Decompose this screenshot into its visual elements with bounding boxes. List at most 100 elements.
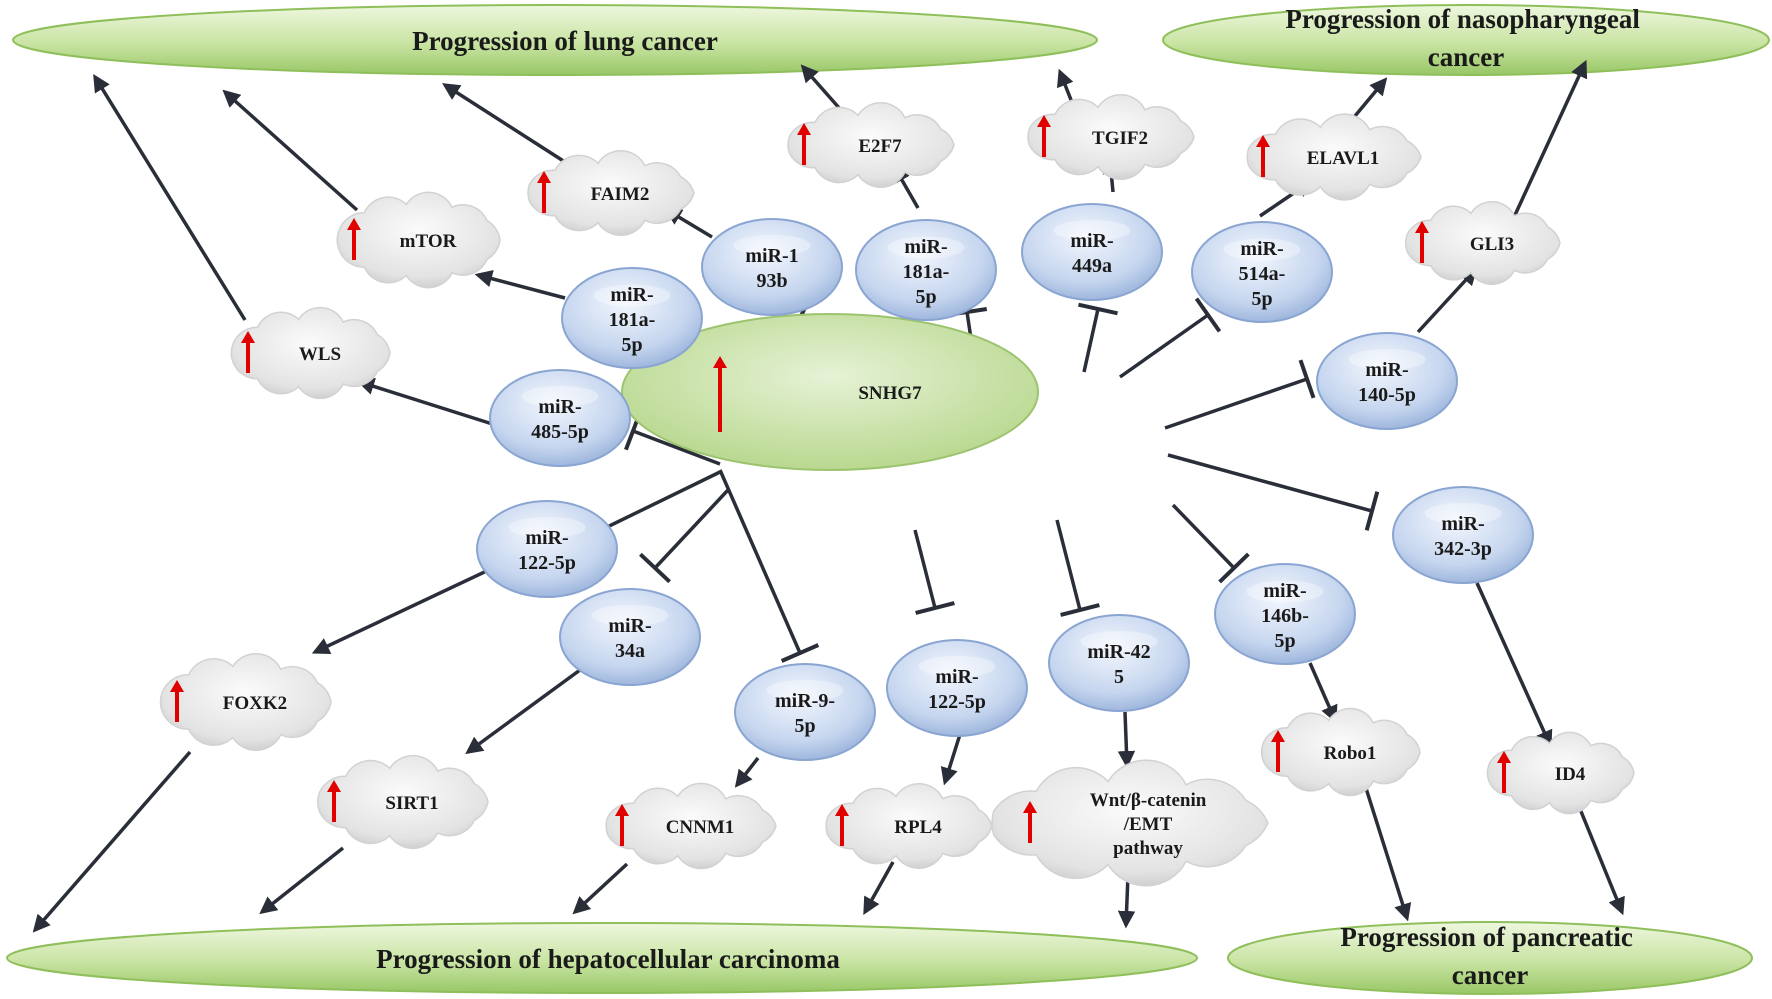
arrow-id4-to-pancreatic: [1576, 803, 1625, 916]
mirna-label-part: miR-1: [745, 245, 798, 267]
target-label-part: mTOR: [400, 231, 457, 252]
arrow-gli3-to-npc: [1513, 59, 1588, 216]
target-label-part: RPL4: [894, 817, 942, 838]
mirna-label-part: 146b-: [1261, 605, 1309, 627]
inhibition-bar-mir9: [780, 643, 820, 663]
inhibition-bar-mir449a: [1078, 302, 1118, 316]
mirna-label-part: miR-: [525, 527, 568, 549]
mirna-label-part: miR-: [904, 236, 947, 258]
inhibition-line-mir140: [1164, 377, 1308, 430]
arrow-robo1-to-pancreatic: [1363, 784, 1412, 922]
mirna-label-part: miR-: [538, 396, 581, 418]
inhibition-line-mir122_b: [913, 529, 937, 609]
target-gli3: GLI3: [1404, 200, 1561, 286]
hub-snhg7-label: SNHG7: [858, 383, 922, 404]
target-label: TGIF2: [1092, 128, 1148, 149]
mirna-mir146b: miR-146b-5p: [1214, 563, 1356, 665]
target-tgif2: TGIF2: [1027, 94, 1195, 180]
arrow-mir122-to-foxk2: [311, 558, 511, 654]
target-label: SIRT1: [385, 793, 438, 814]
target-foxk2: FOXK2: [159, 652, 332, 752]
mirna-label: miR-449a: [1070, 230, 1113, 277]
up-arrow-icon: [170, 680, 184, 722]
up-arrow-icon: [835, 804, 849, 846]
inhibition-line-mir425: [1055, 519, 1082, 611]
target-label-part: Wnt/β-catenin: [1090, 790, 1207, 811]
target-elavl1: ELAVL1: [1246, 113, 1422, 201]
inhibition-bar-mir514a: [1194, 297, 1222, 333]
target-cnnm1: CNNM1: [605, 782, 777, 870]
disease-pancreatic-label: Progression of pancreatic cancer: [1340, 922, 1639, 990]
target-label: CNNM1: [666, 817, 735, 838]
target-rpl4: RPL4: [825, 783, 993, 869]
arrow-mir122-to-rpl4: [940, 727, 964, 786]
arrow-mir9-to-cnnm1: [734, 756, 760, 788]
target-id4: ID4: [1486, 731, 1635, 815]
target-label-part: GLI3: [1470, 234, 1514, 255]
mirna-label-part: 5p: [621, 334, 642, 356]
mirna-label-part: miR-: [1441, 513, 1484, 535]
mirna-label-part: miR-: [1240, 238, 1283, 260]
mirna-label-part: 122-5p: [928, 691, 986, 713]
mirna-label: miR-181a-5p: [609, 284, 656, 356]
arrow-mir485-to-wls: [356, 377, 506, 430]
mirna-label: miR-181a-5p: [903, 236, 950, 308]
target-mtor: mTOR: [336, 191, 501, 289]
mirna-mir514a: miR-514a-5p: [1191, 221, 1333, 323]
inhibition-line-mir9: [718, 469, 802, 654]
inhibition-bar-mir34a: [639, 552, 671, 584]
arrow-wls-to-lung: [93, 74, 247, 321]
arrow-mir140-to-gli3: [1416, 267, 1478, 334]
mirna-label-part: 485-5p: [531, 421, 589, 443]
arrow-rpl4-to-hcc: [863, 861, 895, 916]
disease-npc-line1: Progression of nasopharyngeal: [1285, 4, 1640, 34]
mirna-label-part: 140-5p: [1358, 384, 1416, 406]
target-faim2: FAIM2: [527, 150, 695, 236]
mirna-mir9: miR-9- 5p: [734, 663, 876, 761]
mirna-label-part: miR-42: [1087, 641, 1150, 663]
arrow-mtor-to-lung: [222, 89, 359, 212]
target-label: RPL4: [894, 817, 942, 838]
target-label-part: ELAVL1: [1307, 148, 1380, 169]
up-arrow-icon: [797, 123, 811, 165]
inhibition-line-mir122_l: [596, 470, 721, 534]
mirna-label-part: 5p: [794, 715, 815, 737]
disease-lung: Progression of lung cancer: [12, 4, 1098, 76]
arrow-cnnm1-to-hcc: [572, 862, 629, 915]
target-label: FAIM2: [591, 184, 650, 205]
up-arrow-icon: [327, 780, 341, 822]
mirna-label-part: 449a: [1072, 255, 1112, 277]
target-label: Robo1: [1324, 743, 1377, 764]
disease-npc: Progression of nasopharyngeal cancer: [1162, 4, 1770, 76]
mirna-label: miR-9- 5p: [775, 690, 835, 737]
up-arrow-icon: [1037, 115, 1051, 157]
target-label-part: WLS: [299, 344, 341, 365]
mirna-label-part: miR-: [1263, 580, 1306, 602]
mirna-label-part: 34a: [615, 640, 645, 662]
disease-hcc: Progression of hepatocellular carcinoma: [6, 922, 1198, 994]
mirna-label-part: miR-: [610, 284, 653, 306]
up-arrow-icon: [615, 804, 629, 846]
mirna-label: miR-146b-5p: [1261, 580, 1309, 652]
mirna-label-part: 342-3p: [1434, 538, 1492, 560]
target-label-part: SIRT1: [385, 793, 438, 814]
mirna-label-part: miR-9-: [775, 690, 835, 712]
inhibition-bar-mir425: [1060, 603, 1100, 617]
target-label-part: CNNM1: [666, 817, 735, 838]
disease-npc-label: Progression of nasopharyngeal cancer: [1285, 4, 1646, 72]
mirna-label-part: miR-: [1365, 359, 1408, 381]
inhibition-line-mir146b: [1171, 503, 1236, 570]
mirna-label-part: 514a-: [1239, 263, 1286, 285]
disease-npc-line2: cancer: [1428, 42, 1504, 72]
target-label-part: pathway: [1113, 838, 1183, 859]
up-arrow-icon: [537, 171, 551, 213]
up-arrow-icon: [1271, 730, 1285, 772]
arrow-mir34a-to-sirt1: [465, 668, 582, 755]
mirna-mir34a: miR-34a: [559, 588, 701, 686]
inhibition-bar-mir342: [1364, 491, 1380, 531]
hub-snhg7: SNHG7: [621, 313, 1039, 471]
target-label-part: Robo1: [1324, 743, 1377, 764]
mirna-label-part: 5p: [915, 286, 936, 308]
target-label: ELAVL1: [1307, 148, 1380, 169]
inhibition-line-mir342: [1167, 453, 1373, 513]
